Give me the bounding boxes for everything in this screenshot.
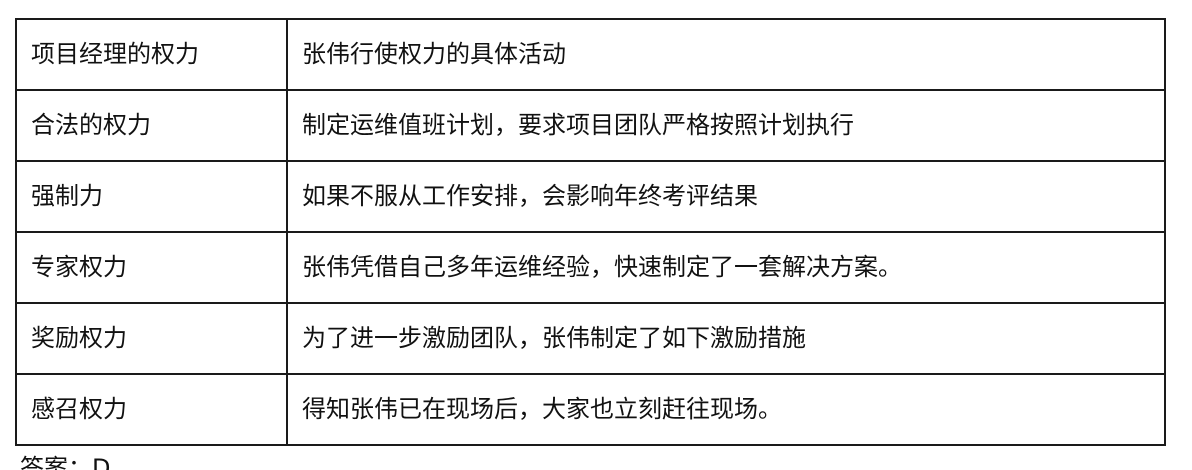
table-row: 合法的权力 制定运维值班计划，要求项目团队严格按照计划执行 <box>15 89 1166 162</box>
power-activity-table: 项目经理的权力 张伟行使权力的具体活动 合法的权力 制定运维值班计划，要求项目团… <box>15 18 1166 446</box>
activity-cell: 制定运维值班计划，要求项目团队严格按照计划执行 <box>286 89 1166 162</box>
table-body: 项目经理的权力 张伟行使权力的具体活动 合法的权力 制定运维值班计划，要求项目团… <box>15 18 1166 446</box>
table-row: 专家权力 张伟凭借自己多年运维经验，快速制定了一套解决方案。 <box>15 231 1166 304</box>
activity-cell: 张伟凭借自己多年运维经验，快速制定了一套解决方案。 <box>286 231 1166 304</box>
table-row: 项目经理的权力 张伟行使权力的具体活动 <box>15 18 1166 91</box>
power-type-cell: 强制力 <box>15 160 288 233</box>
power-type-cell: 感召权力 <box>15 373 288 446</box>
activity-cell: 如果不服从工作安排，会影响年终考评结果 <box>286 160 1166 233</box>
activity-cell: 张伟行使权力的具体活动 <box>286 18 1166 91</box>
activity-cell: 为了进一步激励团队，张伟制定了如下激励措施 <box>286 302 1166 375</box>
power-type-cell: 项目经理的权力 <box>15 18 288 91</box>
table-row: 感召权力 得知张伟已在现场后，大家也立刻赶往现场。 <box>15 373 1166 446</box>
activity-cell: 得知张伟已在现场后，大家也立刻赶往现场。 <box>286 373 1166 446</box>
table-row: 强制力 如果不服从工作安排，会影响年终考评结果 <box>15 160 1166 233</box>
power-type-cell: 合法的权力 <box>15 89 288 162</box>
table-row: 奖励权力 为了进一步激励团队，张伟制定了如下激励措施 <box>15 302 1166 375</box>
power-type-cell: 奖励权力 <box>15 302 288 375</box>
cut-off-answer-text: 答案：D <box>20 454 111 470</box>
power-type-cell: 专家权力 <box>15 231 288 304</box>
